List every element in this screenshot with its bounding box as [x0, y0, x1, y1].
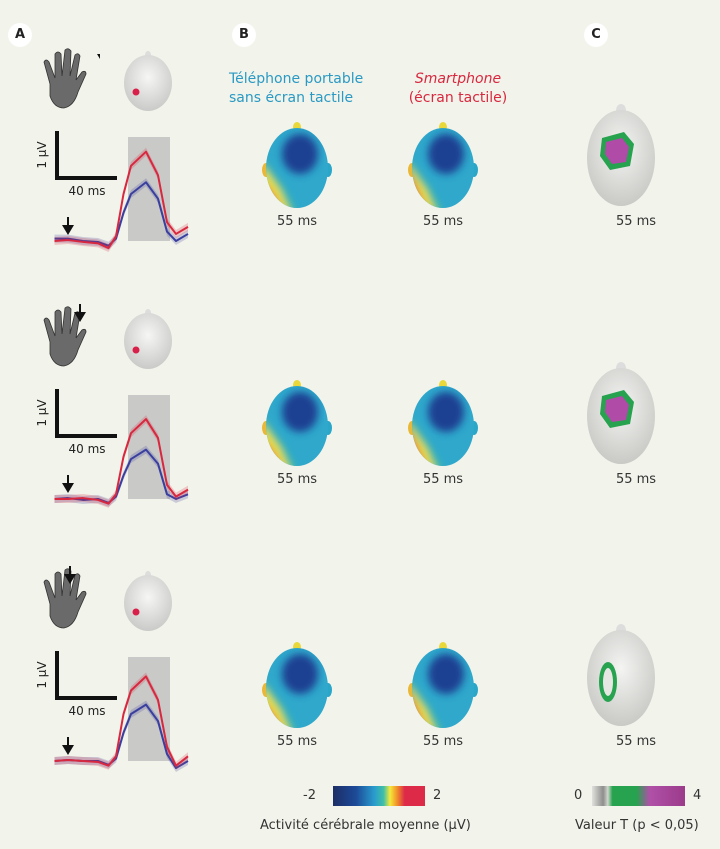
condition-line: sans écran tactile [229, 90, 354, 106]
hand-icon [43, 46, 109, 109]
stimulus-arrow-icon [62, 483, 74, 493]
erp-chart: 1 µV 40 ms [35, 651, 189, 773]
confidence-band [54, 178, 188, 250]
scale-bar [55, 131, 117, 180]
topographic-map [262, 380, 332, 466]
stimulus-arrow-icon [62, 225, 74, 235]
colorbar-t [592, 786, 685, 806]
condition-smartphone: Smartphone (écran tactile) [403, 70, 513, 108]
scale-time-label: 40 ms [68, 442, 105, 456]
stimulus-arrow-icon [97, 46, 109, 64]
topographic-map [262, 122, 332, 208]
condition-line: Smartphone [414, 71, 502, 87]
analysis-window [128, 137, 170, 241]
electrode-marker [132, 88, 140, 96]
topo-time-label: 55 ms [276, 734, 318, 749]
scale-bar [55, 651, 117, 700]
topo-time-label: 55 ms [422, 214, 464, 229]
colorbar-activity-min: -2 [303, 788, 316, 803]
electrode-head-icon [124, 571, 172, 631]
colorbar-activity-label: Activité cérébrale moyenne (µV) [260, 818, 471, 833]
stimulus-arrow-icon [64, 566, 76, 584]
colorbar-t-max: 4 [693, 788, 702, 803]
electrode-marker [132, 608, 140, 616]
topo-time-label: 55 ms [422, 734, 464, 749]
topographic-map [408, 380, 478, 466]
confidence-band [54, 672, 188, 770]
scale-voltage-label: 1 µV [35, 141, 49, 169]
hand-icon [43, 566, 87, 629]
colorbar-t-min: 0 [574, 788, 583, 803]
topographic-map [408, 122, 478, 208]
topo-time-label: 55 ms [615, 734, 657, 749]
hand-icon [43, 304, 87, 367]
panel-label-b: B [232, 23, 256, 47]
electrode-head-icon [124, 309, 172, 369]
scale-time-label: 40 ms [68, 184, 105, 198]
colorbar-t-label: Valeur T (p < 0,05) [575, 818, 699, 833]
topo-time-label: 55 ms [615, 472, 657, 487]
erp-line-feature-phone [54, 448, 189, 504]
stimulus-arrow-icon [62, 745, 74, 755]
topo-time-label: 55 ms [276, 472, 318, 487]
panel-label-c: C [584, 23, 608, 47]
condition-line: (écran tactile) [408, 90, 508, 106]
stimulus-arrow-icon [74, 304, 86, 322]
erp-line-smartphone [54, 418, 189, 505]
topographic-map [408, 642, 478, 728]
t-value-head-map [587, 104, 655, 206]
condition-line: Téléphone portable [229, 71, 364, 87]
erp-line-smartphone [54, 675, 189, 767]
t-value-head-map [587, 624, 655, 726]
topographic-map [262, 642, 332, 728]
t-value-head-map [587, 362, 655, 464]
confidence-band [54, 700, 188, 773]
topo-time-label: 55 ms [422, 472, 464, 487]
scale-bar [55, 389, 117, 438]
condition-feature-phone: Téléphone portable sans écran tactile [229, 70, 363, 108]
scale-time-label: 40 ms [68, 704, 105, 718]
colorbar-activity-max: 2 [433, 788, 442, 803]
erp-chart: 1 µV 40 ms [35, 131, 189, 253]
colorbar-activity [333, 786, 425, 806]
confidence-band [54, 147, 188, 253]
scale-voltage-label: 1 µV [35, 661, 49, 689]
erp-chart: 1 µV 40 ms [35, 389, 189, 508]
electrode-head-icon [124, 51, 172, 111]
erp-line-smartphone [54, 150, 189, 250]
scale-voltage-label: 1 µV [35, 399, 49, 427]
panel-label-a: A [8, 23, 32, 47]
topo-time-label: 55 ms [615, 214, 657, 229]
topo-time-label: 55 ms [276, 214, 318, 229]
electrode-marker [132, 346, 140, 354]
